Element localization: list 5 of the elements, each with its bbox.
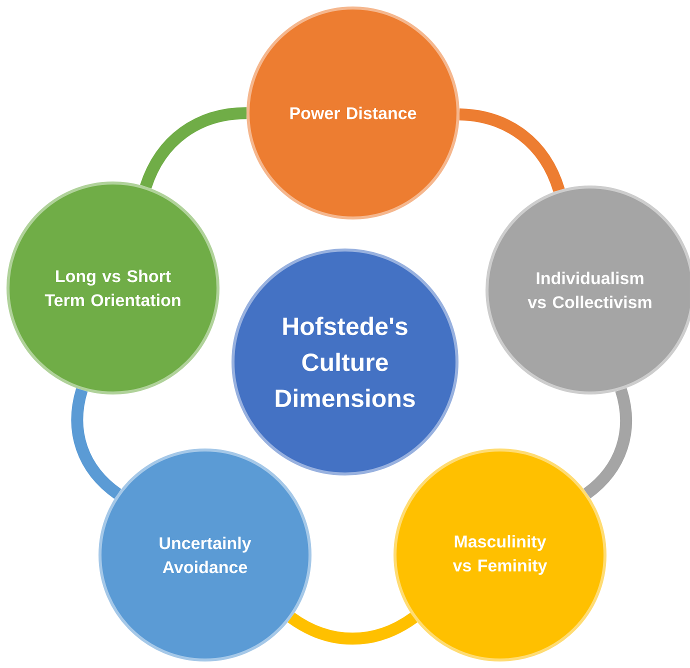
ring-segment — [459, 108, 565, 192]
ring-segment — [583, 388, 632, 498]
ring-segment — [288, 612, 418, 645]
ring-segment — [140, 107, 247, 189]
ring-segment — [71, 388, 122, 499]
